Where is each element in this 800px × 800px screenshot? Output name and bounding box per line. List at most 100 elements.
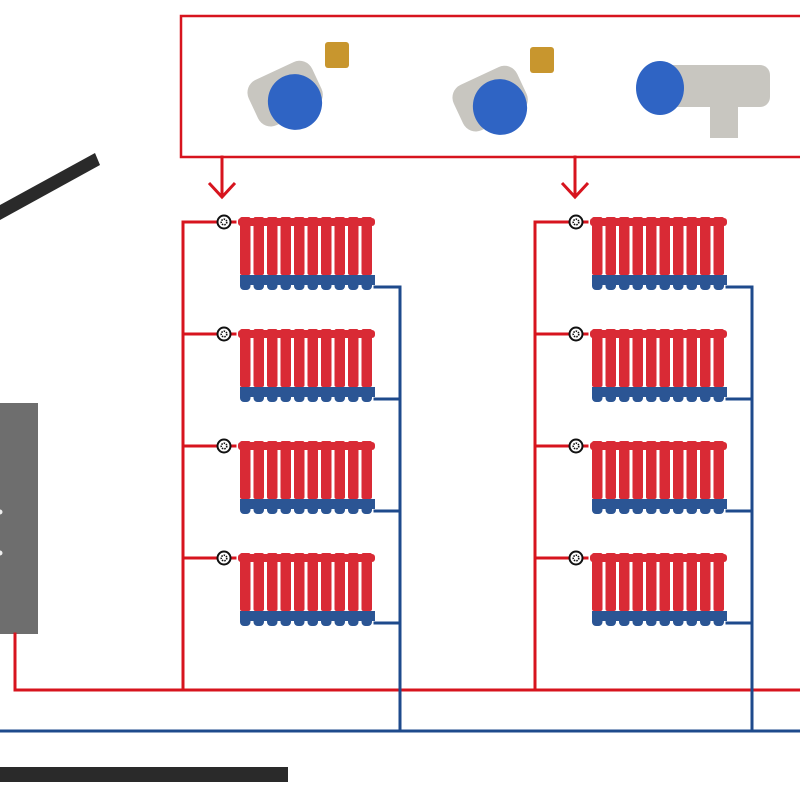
radiator-section [361,553,372,611]
radiator-section [240,441,251,499]
radiator [533,438,754,514]
radiator [181,326,402,402]
radiator-section [713,553,724,611]
radiator-section [294,441,305,499]
radiator [533,326,754,402]
radiator-section [361,329,372,387]
radiator-section [240,553,251,611]
radiator-section [659,441,670,499]
valve-gear-icon [572,442,580,450]
valve-angle-valve [247,42,349,130]
valve-gear-icon [572,330,580,338]
arrow-head [207,181,237,200]
radiator-section [267,441,278,499]
arrow-head [560,181,590,200]
valve-cap [636,61,684,115]
radiator-section [280,553,291,611]
valve-panel [179,14,800,159]
radiator-section [673,553,684,611]
radiator-section [605,217,616,275]
thermostatic-valve-icon [216,326,232,342]
thermostatic-valve-icon [568,326,584,342]
valve-gear-icon [572,554,580,562]
roof-beam [0,153,100,220]
radiator-section [253,441,264,499]
valve-gear-icon [220,554,228,562]
arrow-down-icon [207,155,237,200]
radiator-section [361,217,372,275]
boiler-indicator [0,509,3,515]
radiator [181,550,402,626]
valve-gear-icon [572,218,580,226]
radiator-section [321,441,332,499]
radiator-section [592,329,603,387]
radiator-section [605,553,616,611]
valve-cap [472,79,528,135]
thermostatic-valve-icon [216,214,232,230]
valve-thread [530,47,554,73]
radiator-section [307,553,318,611]
radiator-section [713,217,724,275]
radiator-section [294,329,305,387]
radiator-section [348,441,359,499]
radiator-section [659,217,670,275]
radiator-section [334,441,345,499]
radiator-section [240,329,251,387]
radiator-section [592,441,603,499]
valve-gear-icon [220,330,228,338]
radiator-section [294,553,305,611]
valve-gear-icon [220,442,228,450]
radiator-section [632,553,643,611]
radiator-section [348,329,359,387]
radiator-section [673,329,684,387]
radiator-section [700,441,711,499]
floor-slab [0,767,288,782]
circuit-2 [533,214,754,733]
radiator-section [280,441,291,499]
radiator-section [334,553,345,611]
valve-thread [325,42,349,68]
radiator-section [348,217,359,275]
radiator [533,550,754,626]
radiator-bottom-header [592,611,727,621]
radiator-section [686,329,697,387]
radiator-section [267,217,278,275]
radiator-section [307,329,318,387]
radiator-section [713,329,724,387]
boiler-indicator [0,550,3,556]
radiator-bottom-header [592,275,727,285]
radiator-section [321,553,332,611]
radiator-section [646,553,657,611]
radiator-section [686,217,697,275]
valve-outlet [710,100,738,138]
thermostatic-valve-icon [216,550,232,566]
radiator-section [267,553,278,611]
radiator-section [321,329,332,387]
radiator-section [646,441,657,499]
radiator [181,214,402,290]
radiator-bottom-header [240,275,375,285]
radiator-section [592,217,603,275]
radiator-section [240,217,251,275]
radiator-section [619,441,630,499]
radiator-section [632,329,643,387]
valve-axial-valve [636,61,770,138]
radiator-section [253,329,264,387]
valve-straight-angle-valve [452,47,554,135]
radiator [181,438,402,514]
radiator-section [253,553,264,611]
radiator-section [605,329,616,387]
radiator-section [334,329,345,387]
radiator-section [700,217,711,275]
radiator-section [307,441,318,499]
valve-gear-icon [220,218,228,226]
circuit-1 [181,214,402,733]
radiator-section [686,553,697,611]
radiator-section [294,217,305,275]
radiator-section [605,441,616,499]
radiator-section [619,553,630,611]
radiator-section [334,217,345,275]
radiator-section [673,217,684,275]
boiler [0,403,38,634]
thermostatic-valve-icon [568,550,584,566]
